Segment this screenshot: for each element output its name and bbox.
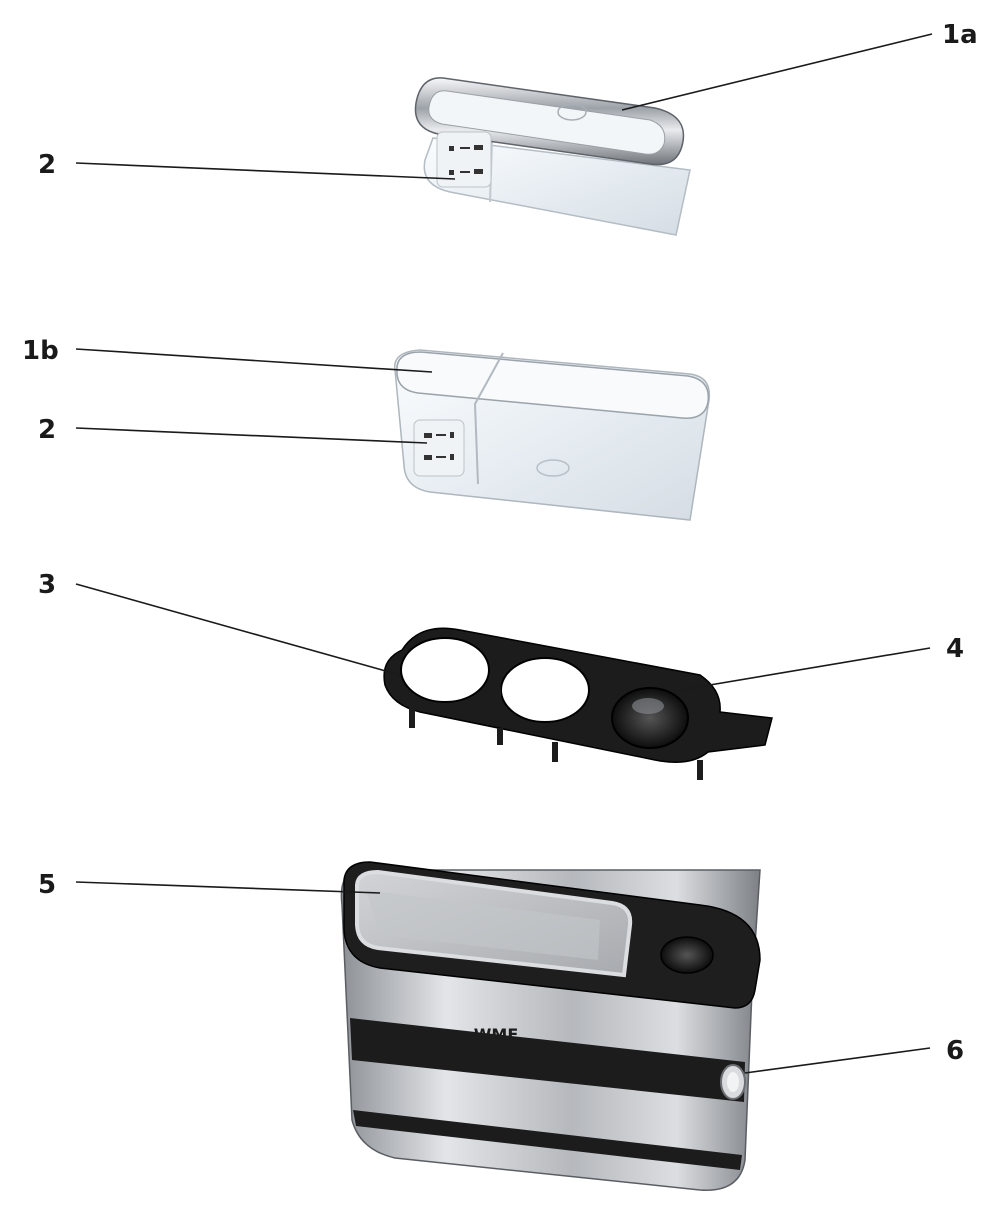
- leader-2-mid: [75, 427, 428, 444]
- leader-1a: [621, 33, 933, 111]
- lid-vent: [557, 103, 587, 121]
- callout-2-top: 2: [38, 150, 57, 180]
- wmf-logo-text: WMF: [474, 1025, 519, 1044]
- tray-inner-floor: [366, 890, 600, 960]
- tray-egg-slot-2: [500, 657, 590, 723]
- power-button-center: [727, 1072, 739, 1092]
- wmf-logo: WMF: [474, 1025, 519, 1044]
- water-outlet: [660, 936, 714, 974]
- tray-legs: [409, 700, 703, 780]
- tray-crossbar: [489, 644, 502, 719]
- base-unit: WMF: [340, 861, 761, 1191]
- lid-opening: [428, 90, 666, 155]
- black-band: [350, 1018, 745, 1102]
- egg-tray-3: [383, 627, 773, 780]
- bowl-rim: [396, 351, 710, 419]
- leader-1b: [75, 348, 433, 373]
- black-band-lower: [353, 1110, 742, 1170]
- piercer-cup: [611, 687, 689, 749]
- level-mark-glyphs: [449, 145, 483, 175]
- callout-2-mid: 2: [38, 415, 57, 445]
- leader-6: [744, 1047, 931, 1074]
- callout-4: 4: [946, 634, 965, 664]
- callout-3: 3: [38, 570, 57, 600]
- leader-5: [75, 881, 381, 894]
- callout-5: 5: [38, 870, 57, 900]
- leader-3: [75, 583, 401, 676]
- bowl-level-glyphs: [424, 432, 454, 460]
- leader-2-top: [75, 162, 456, 180]
- callout-1a: 1a: [942, 20, 978, 50]
- bowl-divider: [473, 352, 504, 485]
- tray-egg-slot-1: [400, 637, 490, 703]
- bowl-1b: [393, 349, 711, 521]
- piercer-highlight: [632, 698, 664, 714]
- bowl-drain: [536, 459, 570, 477]
- leader-lines: [75, 33, 933, 1074]
- egg-piercer-4: [611, 687, 689, 749]
- leader-4: [679, 647, 931, 691]
- bowl-level-marks: [413, 419, 465, 477]
- power-button-6: [720, 1064, 746, 1100]
- callout-1b: 1b: [22, 336, 59, 366]
- callout-6: 6: [946, 1036, 965, 1066]
- lid-1a: [414, 77, 691, 236]
